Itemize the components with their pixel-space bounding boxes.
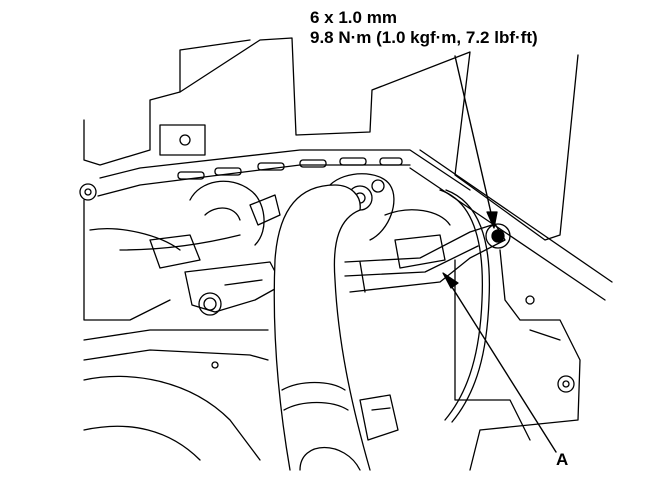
- pipe-collar: [359, 394, 399, 441]
- wiring-harness: [119, 189, 491, 423]
- torque-spec-callout: 6 x 1.0 mm 9.8 N·m (1.0 kgf·m, 7.2 lbf·f…: [310, 8, 538, 48]
- exhaust-pipe: [273, 184, 371, 471]
- arrowheads: [442, 211, 498, 289]
- bolt-arrowhead: [486, 211, 498, 229]
- part-a-label: A: [556, 450, 569, 469]
- left-mount-bracket: [184, 261, 283, 316]
- chassis-rail: [97, 149, 613, 301]
- lower-right-block: [454, 249, 581, 471]
- part-a-arrowhead: [442, 272, 459, 289]
- bolt-size-label: 6 x 1.0 mm: [310, 8, 397, 27]
- torque-value-label: 9.8 N·m (1.0 kgf·m, 7.2 lbf·ft): [310, 28, 538, 47]
- rail-slots: [177, 157, 403, 180]
- part-a-leader-line: [444, 275, 557, 453]
- upper-block: [83, 37, 579, 241]
- leader-lines: [444, 55, 557, 453]
- left-structure: [79, 183, 269, 461]
- mounting-bolt: [485, 223, 511, 249]
- bolt-leader-line: [454, 55, 495, 227]
